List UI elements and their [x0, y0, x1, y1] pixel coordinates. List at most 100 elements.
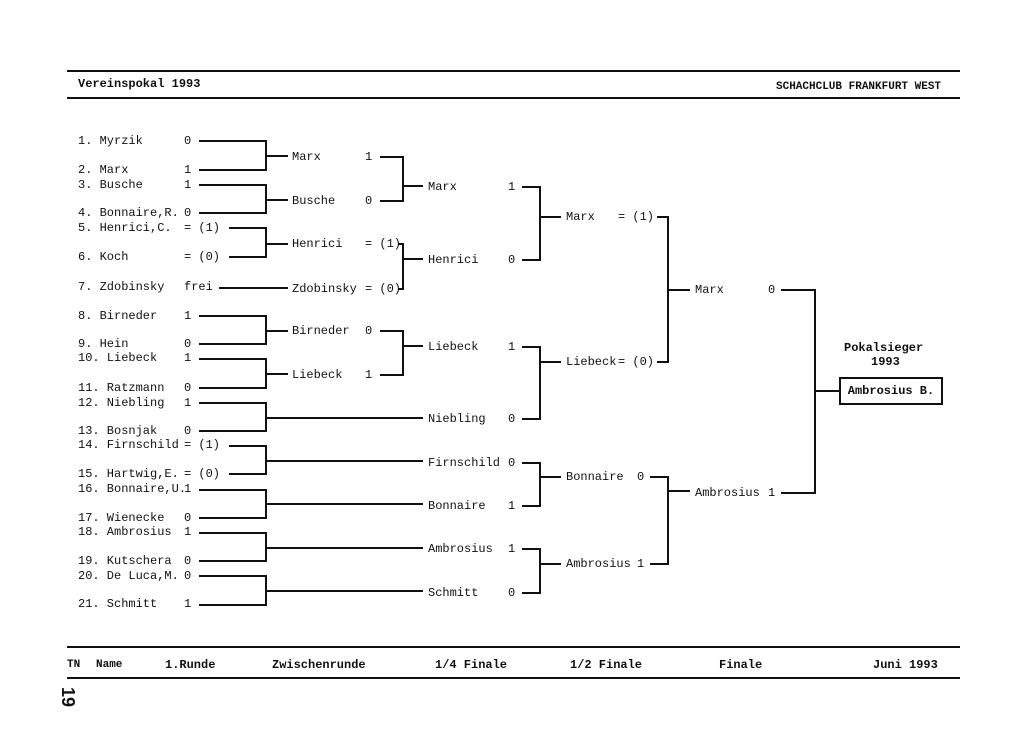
r1-score: 1: [184, 309, 192, 323]
qf-score: 0: [508, 412, 516, 426]
r1-score: 1: [184, 482, 192, 496]
qf-score: 0: [508, 586, 516, 600]
bracket-zr-3: [380, 330, 423, 376]
footer-col-r1: 1.Runde: [165, 658, 216, 672]
bracket-sf-1: [657, 216, 690, 363]
qf-score: 1: [508, 542, 516, 556]
r1-score: 0: [184, 569, 192, 583]
winner-title: Pokalsieger: [844, 341, 924, 355]
bracket-sf-2: [650, 476, 690, 565]
r1-name: 3. Busche: [78, 178, 143, 192]
winner-year: 1993: [871, 355, 900, 369]
r1-score: frei: [184, 280, 213, 294]
final-score: 0: [768, 283, 776, 297]
r1-name: 20. De Luca,M.: [78, 569, 179, 583]
r1-name: 17. Wienecke: [78, 511, 165, 525]
bracket-zr-1: [380, 156, 423, 202]
r1-score: 0: [184, 424, 192, 438]
bracket-qf-3: [522, 462, 561, 507]
header-rule-top: [67, 70, 960, 72]
r1-name: 19. Kutschera: [78, 554, 172, 568]
qf-name: Marx: [428, 180, 457, 194]
zr-name: Zdobinsky: [292, 282, 357, 296]
r1-score: 1: [184, 351, 192, 365]
qf-name: Schmitt: [428, 586, 479, 600]
zr-name: Marx: [292, 150, 321, 164]
r1-score: 0: [184, 554, 192, 568]
r1-name: 5. Henrici,C.: [78, 221, 172, 235]
footer-rule-bottom: [67, 677, 960, 679]
r1-name: 4. Bonnaire,R.: [78, 206, 179, 220]
qf-score: 0: [508, 253, 516, 267]
zr-name: Henrici: [292, 237, 343, 251]
final-score: 1: [768, 486, 776, 500]
bracket-final: [781, 289, 839, 494]
footer-col-final: Finale: [719, 658, 763, 672]
footer-col-sf: 1/2 Finale: [570, 658, 643, 672]
bracket-qf-4: [522, 548, 561, 594]
r1-name: 7. Zdobinsky: [78, 280, 165, 294]
r1-score: 1: [184, 178, 192, 192]
club-name: SCHACHCLUB FRANKFURT WEST: [776, 81, 942, 93]
bracket-r1-1-2: [199, 140, 288, 171]
qf-name: Niebling: [428, 412, 486, 426]
footer-col-zr: Zwischenrunde: [272, 658, 366, 672]
r1-score: 1: [184, 597, 192, 611]
footer-col-qf: 1/4 Finale: [435, 658, 508, 672]
r1-score: 0: [184, 134, 192, 148]
footer-date: Juni 1993: [873, 658, 938, 672]
r1-name: 8. Birneder: [78, 309, 158, 323]
zr-name: Liebeck: [292, 368, 343, 382]
winner-name: Ambrosius B.: [847, 384, 935, 398]
zr-score: = (0): [365, 282, 402, 296]
header-title: Vereinspokal 1993: [78, 77, 201, 91]
bracket-r1-14-15: [229, 445, 423, 475]
r1-name: 16. Bonnaire,U.: [78, 482, 187, 496]
r1-score: = (1): [184, 221, 221, 235]
r1-score: 0: [184, 381, 192, 395]
zr-score: 0: [365, 324, 373, 338]
r1-score: 0: [184, 337, 192, 351]
sf-score: 1: [637, 557, 645, 571]
r1-name: 14. Firnschild: [78, 438, 179, 452]
final-name: Marx: [695, 283, 724, 297]
r1-name: 9. Hein: [78, 337, 129, 351]
r1-name: 1. Myrzik: [78, 134, 143, 148]
sf-name: Marx: [566, 210, 595, 224]
bracket-qf-1: [522, 186, 561, 261]
r1-score: 0: [184, 511, 192, 525]
sf-score: = (0): [618, 355, 655, 369]
qf-score: 1: [508, 180, 516, 194]
qf-name: Firnschild: [428, 456, 501, 470]
qf-name: Liebeck: [428, 340, 479, 354]
bracket-r1-20-21: [199, 575, 423, 606]
footer-col-name: Name: [96, 659, 123, 671]
zr-score: = (1): [365, 237, 402, 251]
zr-name: Busche: [292, 194, 336, 208]
zr-name: Birneder: [292, 324, 350, 338]
winner-box: Ambrosius B.: [839, 377, 943, 405]
zr-score: 1: [365, 150, 373, 164]
zr-score: 1: [365, 368, 373, 382]
qf-name: Bonnaire: [428, 499, 486, 513]
bracket-qf-2: [522, 346, 561, 420]
r1-name: 12. Niebling: [78, 396, 165, 410]
r1-name: 21. Schmitt: [78, 597, 158, 611]
r1-name: 6. Koch: [78, 250, 129, 264]
bracket-r1-12-13: [199, 402, 423, 432]
r1-score: 1: [184, 396, 192, 410]
bracket-r1-10-11: [199, 358, 288, 389]
sf-score: = (1): [618, 210, 655, 224]
r1-score: 0: [184, 206, 192, 220]
header-rule-bottom: [67, 97, 960, 99]
bracket-zr-2: [398, 243, 423, 290]
r1-name: 13. Bosnjak: [78, 424, 158, 438]
qf-name: Ambrosius: [428, 542, 493, 556]
sf-name: Ambrosius: [566, 557, 631, 571]
zr-score: 0: [365, 194, 373, 208]
qf-score: 1: [508, 340, 516, 354]
bracket-r1-5-6: [229, 227, 288, 258]
r1-name: 2. Marx: [78, 163, 129, 177]
footer-col-tn: TN: [67, 659, 81, 671]
